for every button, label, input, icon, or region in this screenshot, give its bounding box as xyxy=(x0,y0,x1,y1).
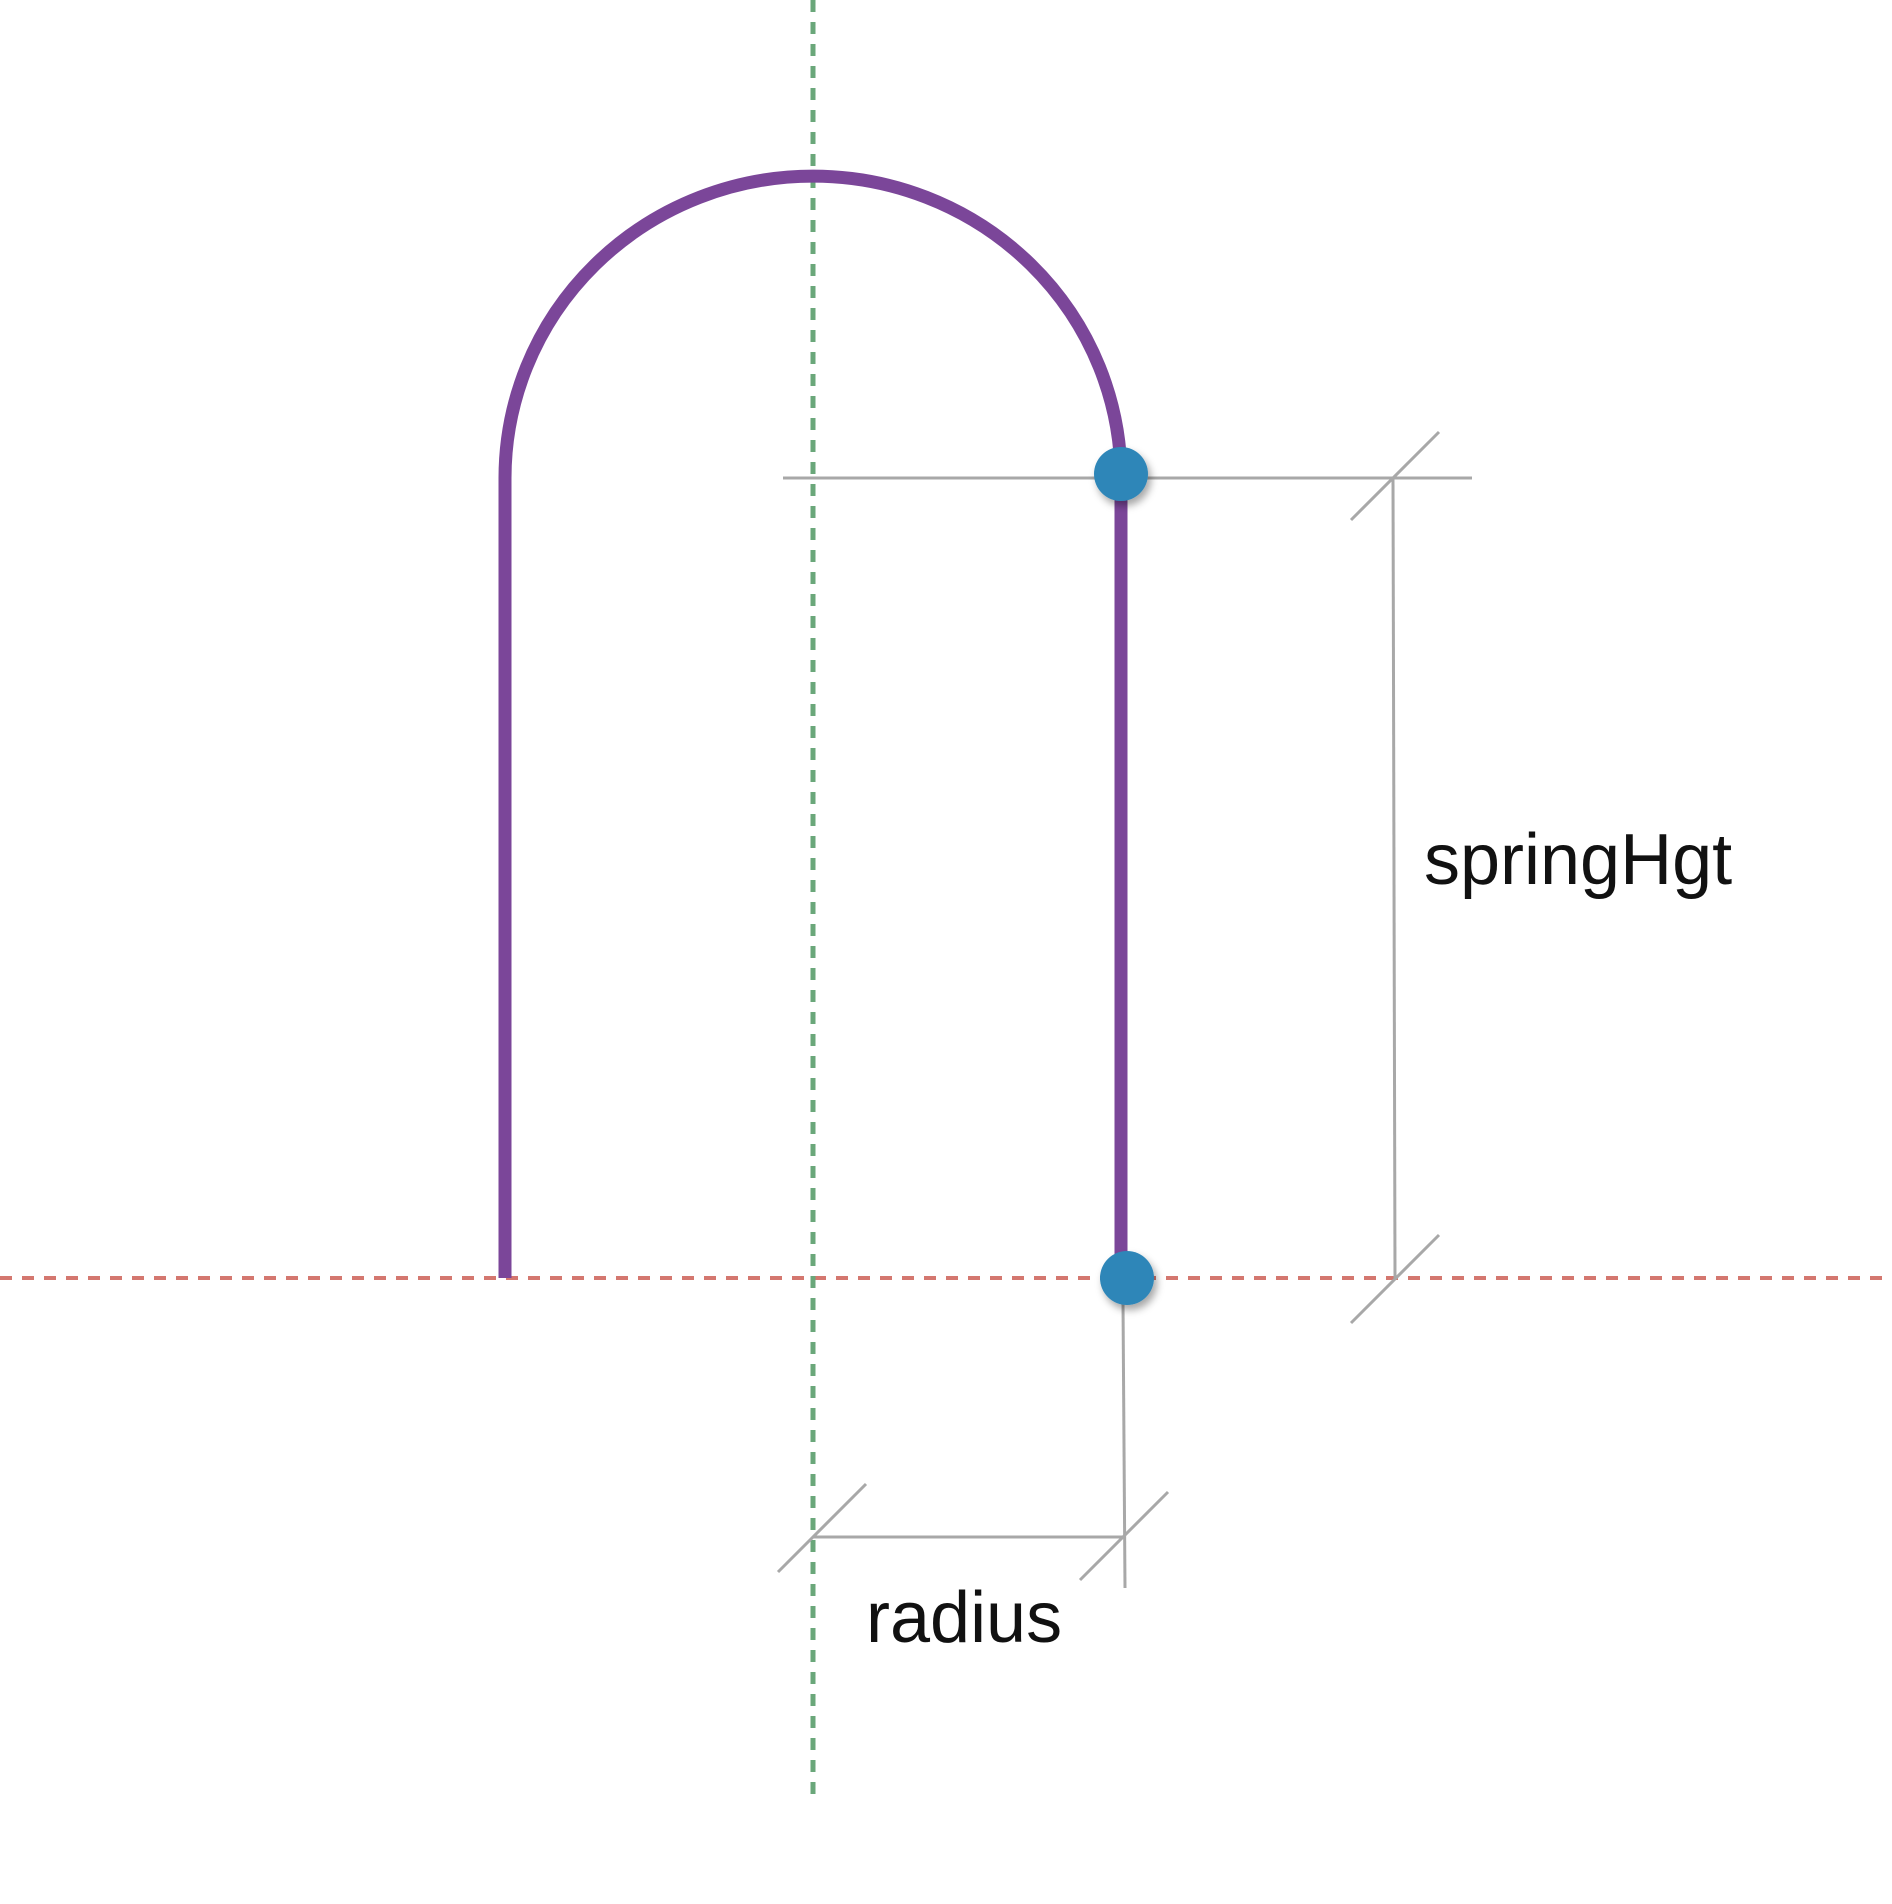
radius-extension-line xyxy=(1121,1301,1127,1589)
radius-right-tick xyxy=(1078,1490,1170,1582)
spring-point[interactable] xyxy=(1094,447,1148,501)
radius-left-tick xyxy=(776,1482,868,1574)
arch-path xyxy=(498,169,1128,1278)
spring-height-label: springHgt xyxy=(1424,820,1732,900)
radius-label: radius xyxy=(866,1578,1062,1658)
spring-height-bottom-tick xyxy=(1349,1233,1441,1325)
base-point[interactable] xyxy=(1100,1251,1154,1305)
spring-height-top-tick xyxy=(1349,430,1441,522)
spring-height-dimension-line xyxy=(1391,477,1397,1279)
